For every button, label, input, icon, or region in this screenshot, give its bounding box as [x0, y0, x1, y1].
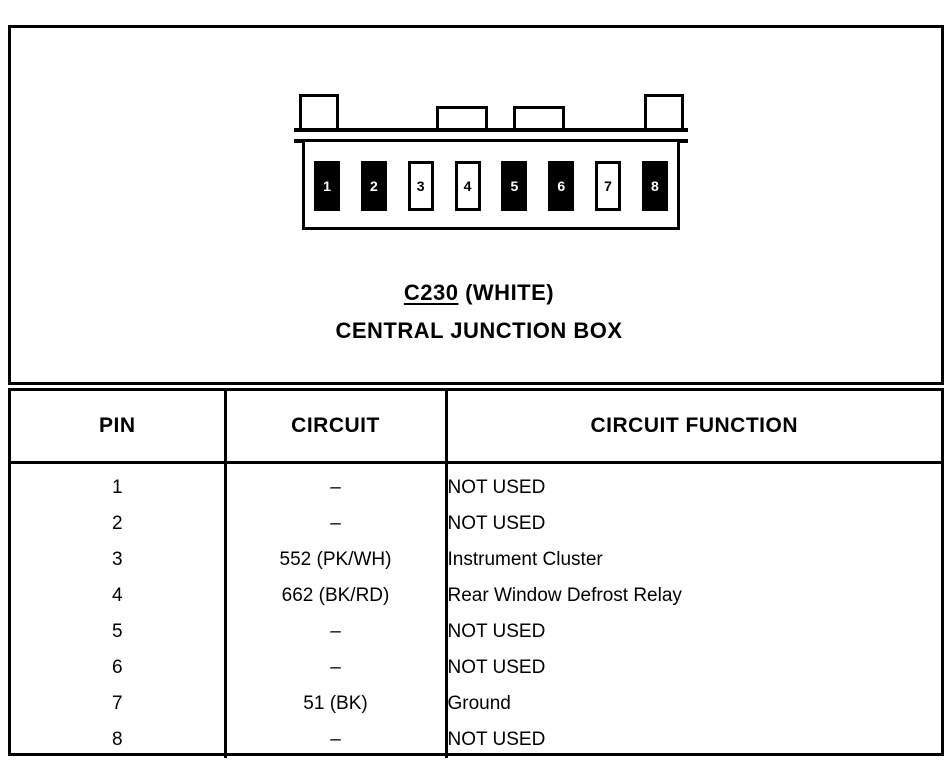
connector-cavity-row: 1 2 3 4 5 6 7 8: [314, 158, 668, 214]
connector-color: (WHITE): [465, 280, 555, 305]
cell-function: NOT USED: [447, 477, 546, 498]
table-row: 3 552 (PK/WH) Instrument Cluster: [11, 542, 941, 578]
connector-code: C230: [403, 280, 459, 305]
cavity-3: 3: [407, 161, 434, 211]
table-header-row: PIN CIRCUIT CIRCUIT FUNCTION: [11, 391, 941, 464]
table-row: 1 – NOT USED: [11, 462, 941, 506]
cell-function: Ground: [447, 693, 511, 714]
cell-function: Rear Window Defrost Relay: [447, 585, 682, 606]
pin-table-container: PIN CIRCUIT CIRCUIT FUNCTION 1 – NOT USE…: [8, 388, 944, 758]
cell-circuit: –: [225, 506, 448, 542]
cell-pin: 8: [11, 722, 227, 758]
pin-table-header: PIN CIRCUIT CIRCUIT FUNCTION: [11, 391, 941, 464]
cell-circuit: –: [225, 650, 448, 686]
table-row: 4 662 (BK/RD) Rear Window Defrost Relay: [11, 578, 941, 614]
cell-circuit: 662 (BK/RD): [225, 578, 448, 614]
connector-id-line: C230 (WHITE): [11, 280, 947, 306]
table-row: 7 51 (BK) Ground: [11, 686, 941, 722]
cavity-5: 5: [501, 161, 528, 211]
connector-locking-tabs: [294, 90, 688, 130]
cell-circuit: –: [225, 722, 448, 758]
table-row: 2 – NOT USED: [11, 506, 941, 542]
table-row: 6 – NOT USED: [11, 650, 941, 686]
table-row: 8 – NOT USED: [11, 722, 941, 758]
table-row: 5 – NOT USED: [11, 614, 941, 650]
cavity-1: 1: [314, 161, 340, 211]
cell-function: NOT USED: [447, 621, 546, 642]
cell-function: NOT USED: [447, 513, 546, 534]
pin-table-body: 1 – NOT USED 2 – NOT USED 3 552 (PK/WH) …: [11, 462, 941, 758]
cavity-2: 2: [360, 161, 387, 211]
locking-tab-left-outer: [299, 94, 339, 130]
cell-circuit: 552 (PK/WH): [225, 542, 448, 578]
cell-pin: 7: [11, 686, 227, 722]
pin-table: PIN CIRCUIT CIRCUIT FUNCTION 1 – NOT USE…: [11, 391, 941, 758]
connector-illustration: 1 2 3 4 5 6 7 8: [294, 90, 688, 250]
cell-pin: 1: [11, 462, 227, 506]
cell-pin: 2: [11, 506, 227, 542]
cell-function: Instrument Cluster: [447, 549, 603, 570]
connector-diagram-panel: 1 2 3 4 5 6 7 8 C230 (WHITE) CENTRAL JUN…: [8, 25, 944, 385]
locking-tab-inner-right: [513, 106, 565, 130]
cell-pin: 6: [11, 650, 227, 686]
connector-name: CENTRAL JUNCTION BOX: [335, 318, 623, 343]
connector-caption: C230 (WHITE) CENTRAL JUNCTION BOX: [11, 280, 947, 344]
cavity-4: 4: [454, 161, 481, 211]
column-header-circuit: CIRCUIT: [225, 391, 448, 464]
locking-tab-inner-left: [436, 106, 488, 130]
cavity-6: 6: [548, 161, 575, 211]
cell-circuit: –: [225, 614, 448, 650]
connector-flange-band: [294, 128, 688, 143]
cell-pin: 5: [11, 614, 227, 650]
column-header-function: CIRCUIT FUNCTION: [446, 391, 941, 464]
cell-circuit: 51 (BK): [225, 686, 448, 722]
cell-pin: 3: [11, 542, 227, 578]
cell-pin: 4: [11, 578, 227, 614]
cavity-7: 7: [595, 161, 622, 211]
cell-circuit: –: [225, 462, 448, 506]
column-header-pin: PIN: [11, 391, 227, 464]
cavity-8: 8: [641, 161, 668, 211]
cell-function: NOT USED: [447, 657, 546, 678]
cell-function: NOT USED: [447, 729, 546, 750]
locking-tab-right-outer: [644, 94, 684, 130]
